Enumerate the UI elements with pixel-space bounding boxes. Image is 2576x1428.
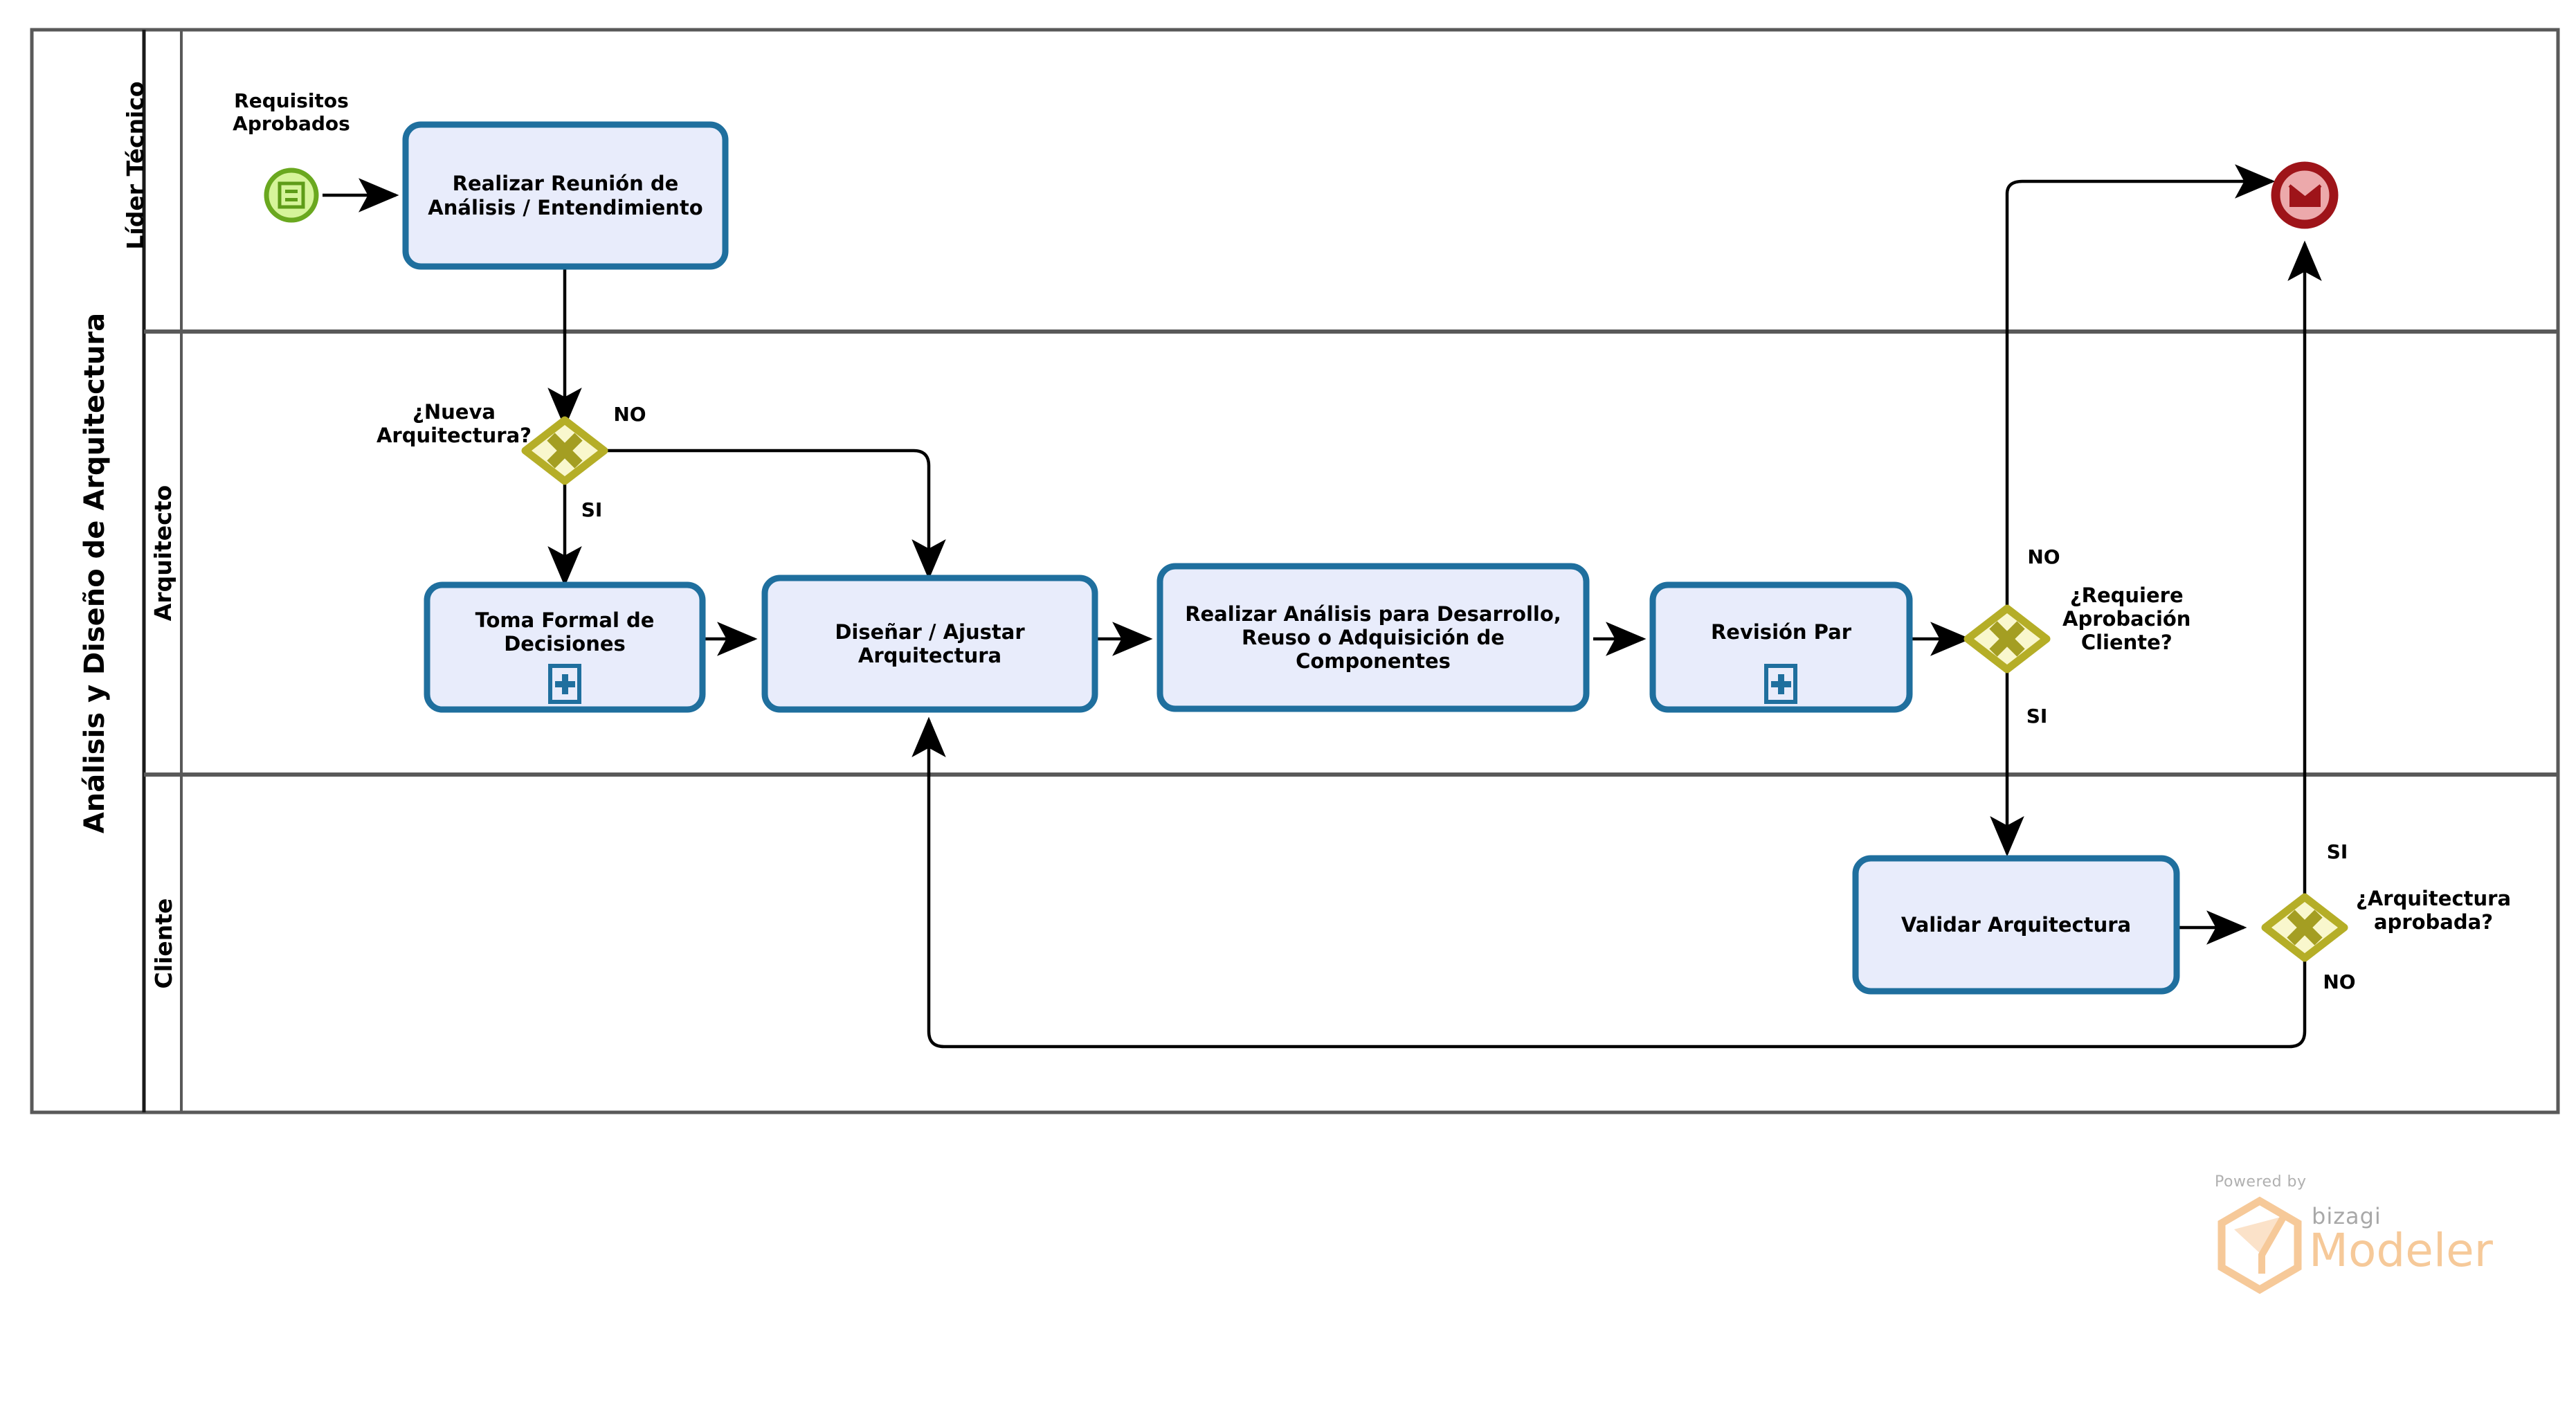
start-event-requisitos-aprobados[interactable]: [264, 168, 319, 223]
flow-gw1-no: [599, 449, 946, 580]
lane-label-arquitecto: Arquitecto: [149, 485, 176, 622]
exclusive-x-mark: [1989, 621, 2025, 657]
watermark-powered-by: Powered by: [2215, 1173, 2307, 1191]
task-shapes: [402, 121, 2180, 995]
subprocess-plus-marker-toma: [548, 664, 581, 704]
end-event-message[interactable]: [2271, 161, 2339, 229]
flow-gw3-no-loop-to-disenar: [911, 716, 2307, 1049]
exclusive-x-mark: [2287, 910, 2323, 946]
task-reunion-shape: [402, 121, 729, 270]
watermark-modeler-text: Modeler: [2309, 1224, 2493, 1277]
gateway-nueva-arquitectura-shape: [521, 416, 608, 485]
task-revision-par-shape: [1649, 581, 1913, 713]
lane-label-cliente: Cliente: [149, 898, 177, 989]
gateway-arquitectura-aprobada-shape: [2261, 893, 2348, 962]
sequence-flows: [323, 164, 2322, 1049]
task-analisis-componentes-shape: [1157, 563, 1590, 712]
lane-label-lider-tecnico: Líder Técnico: [121, 81, 149, 250]
envelope-icon: [2288, 184, 2322, 207]
task-validar-shape: [1852, 855, 2180, 995]
watermark-bizagi-text: bizagi: [2312, 1203, 2382, 1229]
gateway-shapes: [521, 416, 2348, 962]
bizagi-logo-icon: [2217, 1196, 2302, 1294]
task-toma-decisiones-shape: [424, 581, 706, 713]
exclusive-x-mark: [547, 433, 583, 469]
task-disenar-shape: [761, 575, 1098, 713]
rule-document-icon: [278, 181, 305, 209]
flow-gw2-no-to-end: [2005, 164, 2276, 609]
subprocess-plus-marker-revision: [1764, 664, 1797, 704]
gateway-requiere-aprobacion-shape: [1963, 604, 2051, 674]
